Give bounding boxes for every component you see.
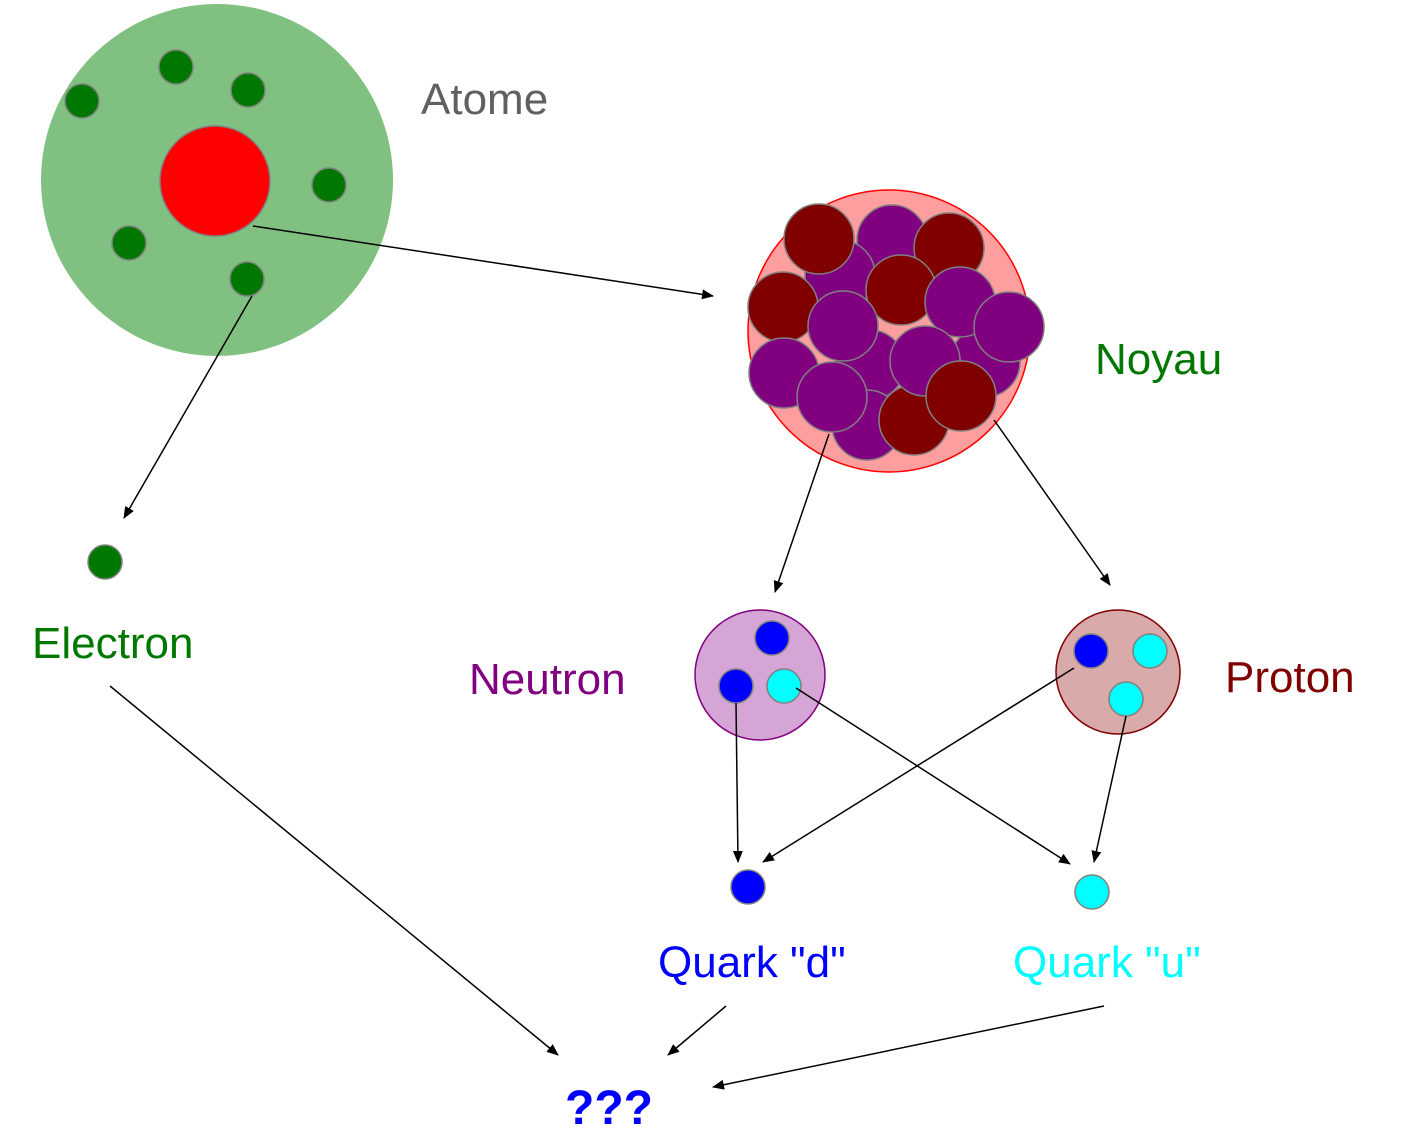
atom-electron: [229, 261, 265, 297]
atom-group: [41, 4, 393, 356]
arrow-quark-u-to-unknown: [712, 1005, 1105, 1090]
neutron-quark-d: [754, 620, 790, 656]
nucleus-group: [747, 189, 1045, 473]
arrow-nucleus-to-neutron: [773, 433, 830, 593]
arrow-proton-to-quark-u: [1091, 715, 1127, 863]
proton-quark-u: [1132, 633, 1168, 669]
proton-body: [1055, 609, 1181, 735]
neutron-group: [694, 609, 826, 741]
unknown-label: ???: [565, 1082, 653, 1135]
nucleon-neutron: [796, 361, 868, 433]
neutron-body: [694, 609, 826, 741]
arrow-neutron-to-quark-d: [732, 702, 743, 863]
arrow-nucleus-to-proton: [993, 419, 1111, 586]
quark-d-particle: [730, 869, 766, 905]
atom-electron: [311, 167, 347, 203]
atom-electron: [111, 225, 147, 261]
atom-electron: [158, 49, 194, 85]
atom-nucleus: [159, 125, 271, 237]
atom-electron: [230, 72, 266, 108]
proton-group: [1055, 609, 1181, 735]
nucleon-proton: [925, 360, 997, 432]
arrow-neutron-to-quark-u: [795, 687, 1071, 865]
nucleon-proton: [783, 203, 855, 275]
arrow-quark-d-to-unknown: [667, 1005, 727, 1056]
arrow-proton-to-quark-d: [762, 667, 1075, 863]
neutron-quark-u: [766, 668, 802, 704]
proton-quark-u: [1108, 681, 1144, 717]
arrow-atom-to-nucleus: [252, 225, 714, 300]
electron-label: Electron: [32, 619, 193, 668]
nucleon-neutron: [973, 291, 1045, 363]
quark-u-label: Quark "u": [1013, 938, 1201, 987]
noyau-label: Noyau: [1095, 335, 1222, 384]
arrow-atom-to-electron: [123, 295, 253, 519]
electron-particle: [87, 544, 123, 580]
nucleon-proton: [747, 271, 819, 343]
quark-d-label: Quark "d": [658, 938, 846, 987]
arrows: [109, 225, 1127, 1090]
proton-label: Proton: [1225, 653, 1355, 702]
proton-quark-d: [1073, 633, 1109, 669]
atome-label: Atome: [421, 75, 548, 124]
atom-electron: [64, 83, 100, 119]
neutron-quark-d: [718, 668, 754, 704]
arrow-electron-to-unknown: [109, 685, 559, 1056]
nucleon-neutron: [807, 290, 879, 362]
neutron-label: Neutron: [469, 655, 626, 704]
quark-u-particle: [1074, 874, 1110, 910]
